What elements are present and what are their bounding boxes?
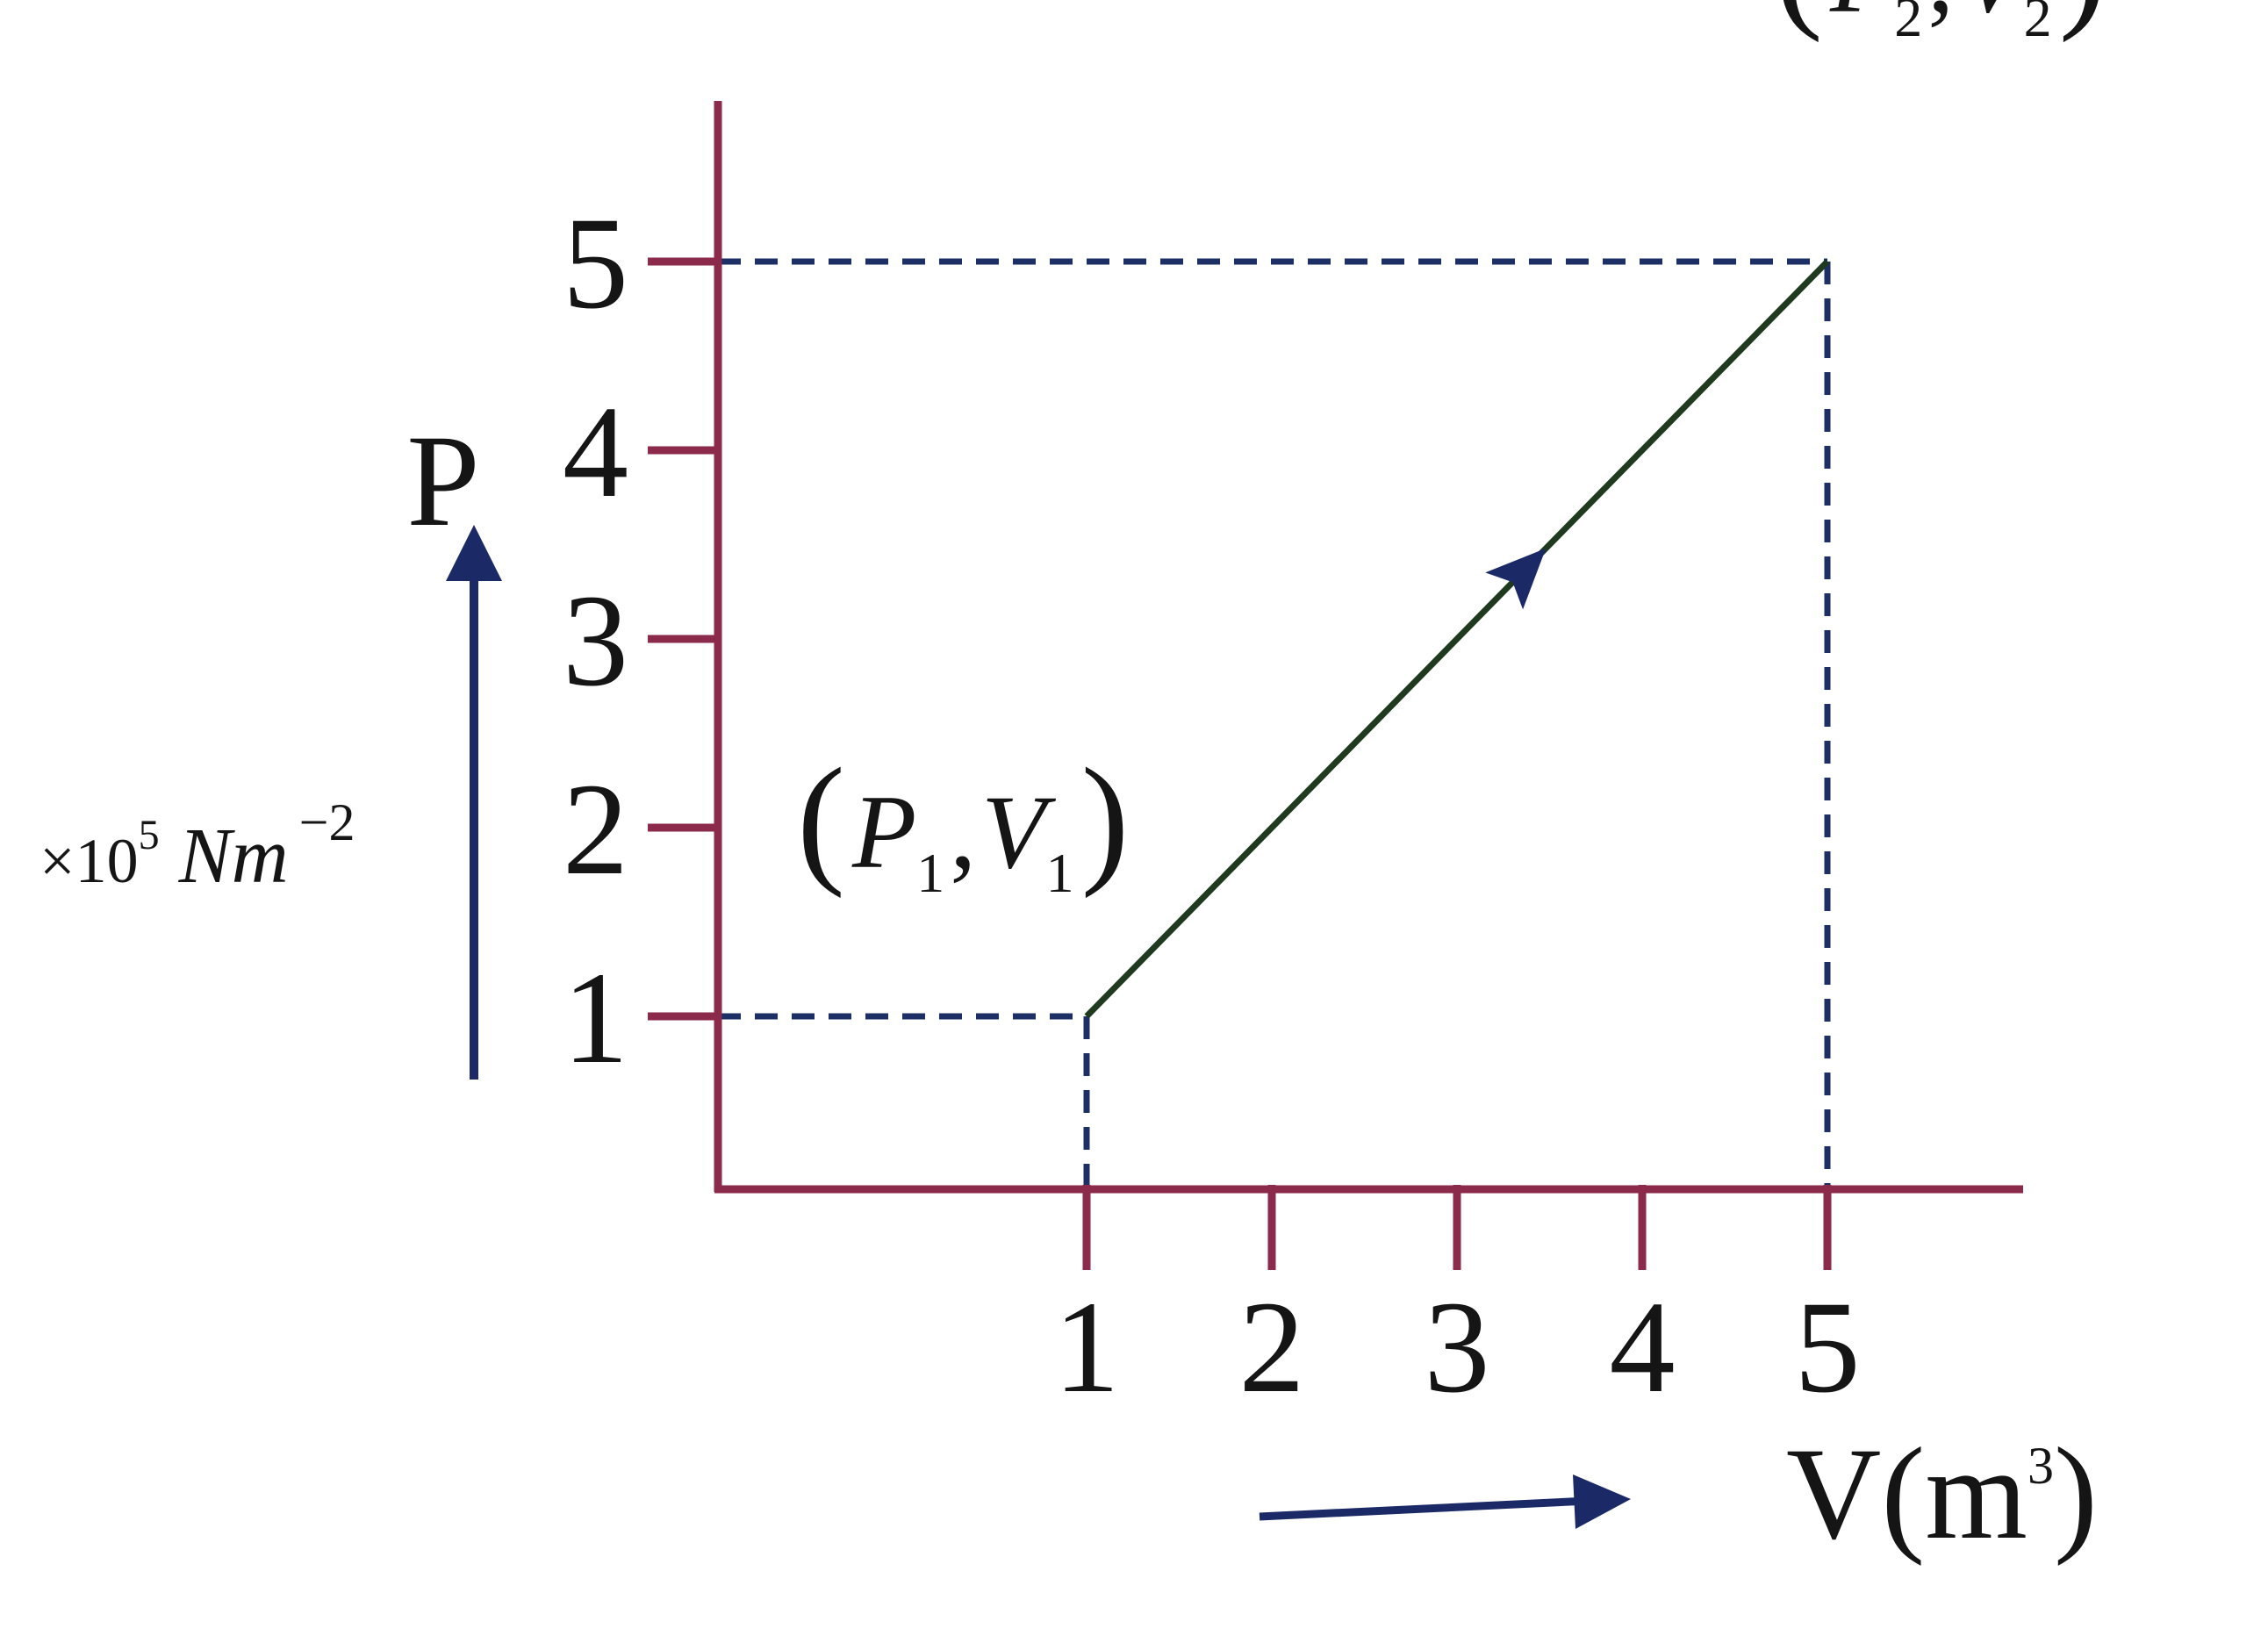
x-tick-label-4: 4	[1610, 1274, 1676, 1420]
point-label-2: (P2,V2)	[1775, 0, 2107, 48]
guide-lines	[718, 258, 1831, 1189]
series	[1084, 259, 1830, 1019]
process-line	[1084, 259, 1830, 1019]
x-tick-label-1: 1	[1054, 1274, 1120, 1420]
y-tick-label-2: 2	[563, 757, 628, 902]
axes	[714, 101, 2023, 1194]
y-tick-label-1: 1	[563, 945, 628, 1091]
x-axis-title: V(m3)	[1259, 1421, 2098, 1567]
y-tick-label-3: 3	[563, 568, 628, 714]
x-axis-unit: V(m3)	[1786, 1421, 2098, 1567]
point-labels: (P1,V1) (P2,V2)	[797, 0, 2107, 904]
x-direction-arrow-shaft	[1259, 1496, 1590, 1521]
y-direction-arrow-head	[446, 525, 502, 581]
x-tick-label-2: 2	[1239, 1274, 1305, 1420]
y-tick-label-4: 4	[563, 379, 628, 525]
x-tick-label-5: 5	[1795, 1274, 1861, 1420]
process-direction-arrow	[1485, 548, 1547, 610]
ticks	[648, 257, 1832, 1270]
y-axis-letter: P	[406, 408, 479, 554]
y-tick-label-5: 5	[563, 190, 628, 336]
x-direction-arrow-head	[1573, 1474, 1631, 1529]
point-label-1: (P1,V1)	[797, 738, 1130, 904]
x-tick-label-3: 3	[1425, 1274, 1490, 1420]
